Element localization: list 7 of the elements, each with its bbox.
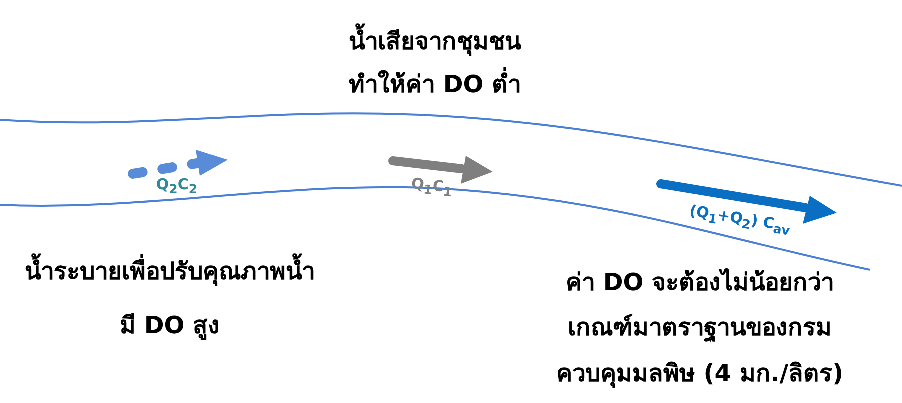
annotation-text: เกณฑ์มาตราฐานของกรม — [568, 314, 832, 342]
annotation-text: มี DO สูง — [120, 312, 220, 340]
flow-label: Q$_{1}$C$_{1}$ — [410, 174, 454, 200]
annotation-text: ค่า DO จะต้องไม่น้อยกว่า — [566, 268, 834, 298]
annotation-text: ควบคุมมลพิษ (4 มก./ลิตร) — [556, 360, 844, 388]
flow-label: Q$_{2}$C$_{2}$ — [156, 176, 198, 196]
flow-label: (Q$_{1}$+Q$_{2}$) C$_{av}$ — [688, 202, 792, 238]
